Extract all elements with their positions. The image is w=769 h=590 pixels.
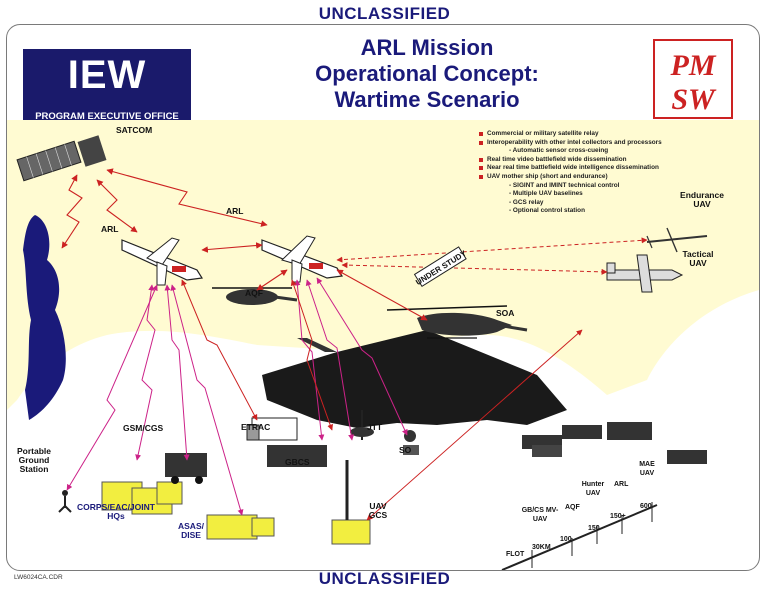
bullet-item: Interoperability with other intel collec… bbox=[479, 139, 759, 148]
range-aqf-label: AQF bbox=[565, 504, 580, 511]
bullet-marker-icon bbox=[479, 157, 483, 162]
uav-gcs-label: UAV GCS bbox=[363, 502, 393, 520]
bullet-text: Interoperability with other intel collec… bbox=[487, 138, 662, 146]
bullet-text: Near real time battlefield wide intellig… bbox=[487, 164, 659, 172]
asas-label-line2: DISE bbox=[181, 530, 201, 540]
pmsw-logo-top: PM bbox=[670, 49, 717, 82]
page-title-line-1: ARL Mission bbox=[360, 35, 494, 60]
bullet-text: - SIGINT and IMINT technical control bbox=[509, 181, 620, 189]
classification-banner-bottom: UNCLASSIFIED bbox=[318, 569, 451, 588]
range-100-label: 100 bbox=[560, 536, 572, 543]
gbcs-label: GBCS bbox=[285, 457, 310, 467]
bullet-text: Real time video battlefield wide dissemi… bbox=[487, 155, 627, 163]
bullet-item: - GCS relay bbox=[479, 199, 759, 208]
corps-hq-label: CORPS/EAC/JOINT HQs bbox=[64, 503, 168, 521]
tactical-uav-label-line1: Tactical bbox=[682, 249, 714, 259]
range-150plus-label: 150+ bbox=[610, 513, 626, 520]
uav-dashed-links bbox=[336, 237, 648, 275]
endurance-uav-label-line2: UAV bbox=[693, 199, 711, 209]
tactical-uav-label: Tactical UAV bbox=[676, 250, 720, 268]
bullet-text: UAV mother ship (short and endurance) bbox=[487, 172, 608, 180]
wartime-scenario-diagram: UNDER STUDY bbox=[7, 120, 759, 570]
coastline bbox=[23, 215, 66, 420]
satcom-label: SATCOM bbox=[116, 125, 153, 135]
page-title-line-3: Wartime Scenario bbox=[334, 87, 520, 112]
bullet-item: - SIGINT and IMINT technical control bbox=[479, 182, 759, 191]
file-code: LW6024CA.CDR bbox=[14, 574, 63, 581]
range-150-label: 150 bbox=[588, 525, 600, 532]
bullet-marker-icon bbox=[479, 132, 483, 136]
bullet-item: - Optional control station bbox=[479, 207, 759, 216]
bullet-text: - Automatic sensor cross-cueing bbox=[509, 147, 609, 155]
endurance-uav-icon bbox=[646, 227, 708, 253]
range-hunter-label: Hunter UAV bbox=[581, 481, 605, 497]
arl-left-label: ARL bbox=[101, 224, 119, 234]
tactical-uav-label-line2: UAV bbox=[689, 258, 707, 268]
range-600-label: 600 bbox=[640, 503, 652, 510]
bullet-text: - Optional control station bbox=[509, 207, 585, 215]
bullet-text: - GCS relay bbox=[509, 198, 544, 206]
iew-logo-subtitle: PROGRAM EXECUTIVE OFFICE bbox=[35, 111, 179, 122]
gsm-cgs-vehicle-icon bbox=[165, 453, 207, 484]
range-arl-label: ARL bbox=[614, 481, 629, 488]
soa-label: SOA bbox=[496, 308, 515, 318]
range-scale bbox=[501, 502, 658, 570]
bullet-text: Commercial or military satellite relay bbox=[487, 130, 599, 137]
range-30km-label: 30KM bbox=[532, 544, 551, 551]
portable-label-line2: Ground bbox=[18, 455, 50, 465]
bullet-item: - Multiple UAV baselines bbox=[479, 190, 759, 199]
range-mae-label: MAE UAV bbox=[639, 461, 655, 477]
arl-aircraft-mid-icon bbox=[261, 235, 344, 283]
bullet-marker-icon bbox=[479, 140, 483, 145]
uav-gcs-label-line2: GCS bbox=[368, 510, 388, 520]
portable-ground-station-label: Portable Ground Station bbox=[10, 447, 58, 474]
bullet-item: UAV mother ship (short and endurance) bbox=[479, 173, 759, 182]
page-title-line-2: Operational Concept: bbox=[315, 61, 539, 86]
asas-dise-label: ASAS/ DISE bbox=[171, 522, 211, 540]
bullet-item: - Automatic sensor cross-cueing bbox=[479, 147, 759, 156]
endurance-uav-label-line1: Endurance bbox=[680, 190, 724, 200]
bullet-marker-icon bbox=[479, 166, 483, 171]
uav-gcs-shelter-icon bbox=[331, 460, 371, 545]
slide-frame: IEW PROGRAM EXECUTIVE OFFICE ARL Mission… bbox=[6, 24, 760, 571]
range-gbcs-mvuav-label: GB/CS MV-UAV bbox=[521, 507, 559, 523]
so-label: SO bbox=[399, 445, 412, 455]
iew-logo: IEW PROGRAM EXECUTIVE OFFICE bbox=[23, 49, 191, 129]
pmsw-logo: PM SW bbox=[653, 39, 733, 119]
bullet-item: Commercial or military satellite relay bbox=[479, 130, 759, 139]
etrac-label: ETRAC bbox=[241, 422, 271, 432]
range-flot-label: FLOT bbox=[506, 551, 525, 558]
classification-banner-top: UNCLASSIFIED bbox=[318, 4, 451, 23]
arl-aircraft-left-icon bbox=[121, 237, 204, 286]
tactical-uav-icon bbox=[606, 254, 684, 293]
bullet-item: Near real time battlefield wide intellig… bbox=[479, 164, 759, 173]
gsm-cgs-label: GSM/CGS bbox=[123, 423, 164, 433]
portable-label-line3: Station bbox=[19, 464, 49, 474]
jtt-label: JTT bbox=[367, 422, 383, 432]
gbcs-vehicle-icon bbox=[267, 445, 327, 467]
corps-label-line1: CORPS/EAC/JOINT bbox=[77, 502, 155, 512]
corps-label-line2: HQs bbox=[107, 511, 125, 521]
iew-logo-title: IEW bbox=[67, 53, 147, 97]
asas-label-line1: ASAS/ bbox=[178, 521, 204, 531]
asas-dise-shelter-icon bbox=[206, 514, 275, 540]
arl-mid-label: ARL bbox=[226, 206, 244, 216]
armor-column-icon bbox=[522, 422, 707, 464]
satcom-satellite-icon bbox=[16, 135, 107, 182]
aqf-label: AQF bbox=[245, 288, 263, 298]
bullet-item: Real time video battlefield wide dissemi… bbox=[479, 156, 759, 165]
bullet-text: - Multiple UAV baselines bbox=[509, 190, 583, 198]
portable-label-line1: Portable bbox=[16, 446, 51, 456]
portable-ground-station-icon bbox=[58, 490, 72, 513]
bullet-marker-icon bbox=[479, 174, 483, 179]
endurance-uav-label: Endurance UAV bbox=[677, 191, 727, 209]
pmsw-logo-bottom: SW bbox=[671, 83, 717, 116]
misc-red-links bbox=[181, 279, 583, 521]
uav-gcs-label-line1: UAV bbox=[369, 501, 387, 511]
